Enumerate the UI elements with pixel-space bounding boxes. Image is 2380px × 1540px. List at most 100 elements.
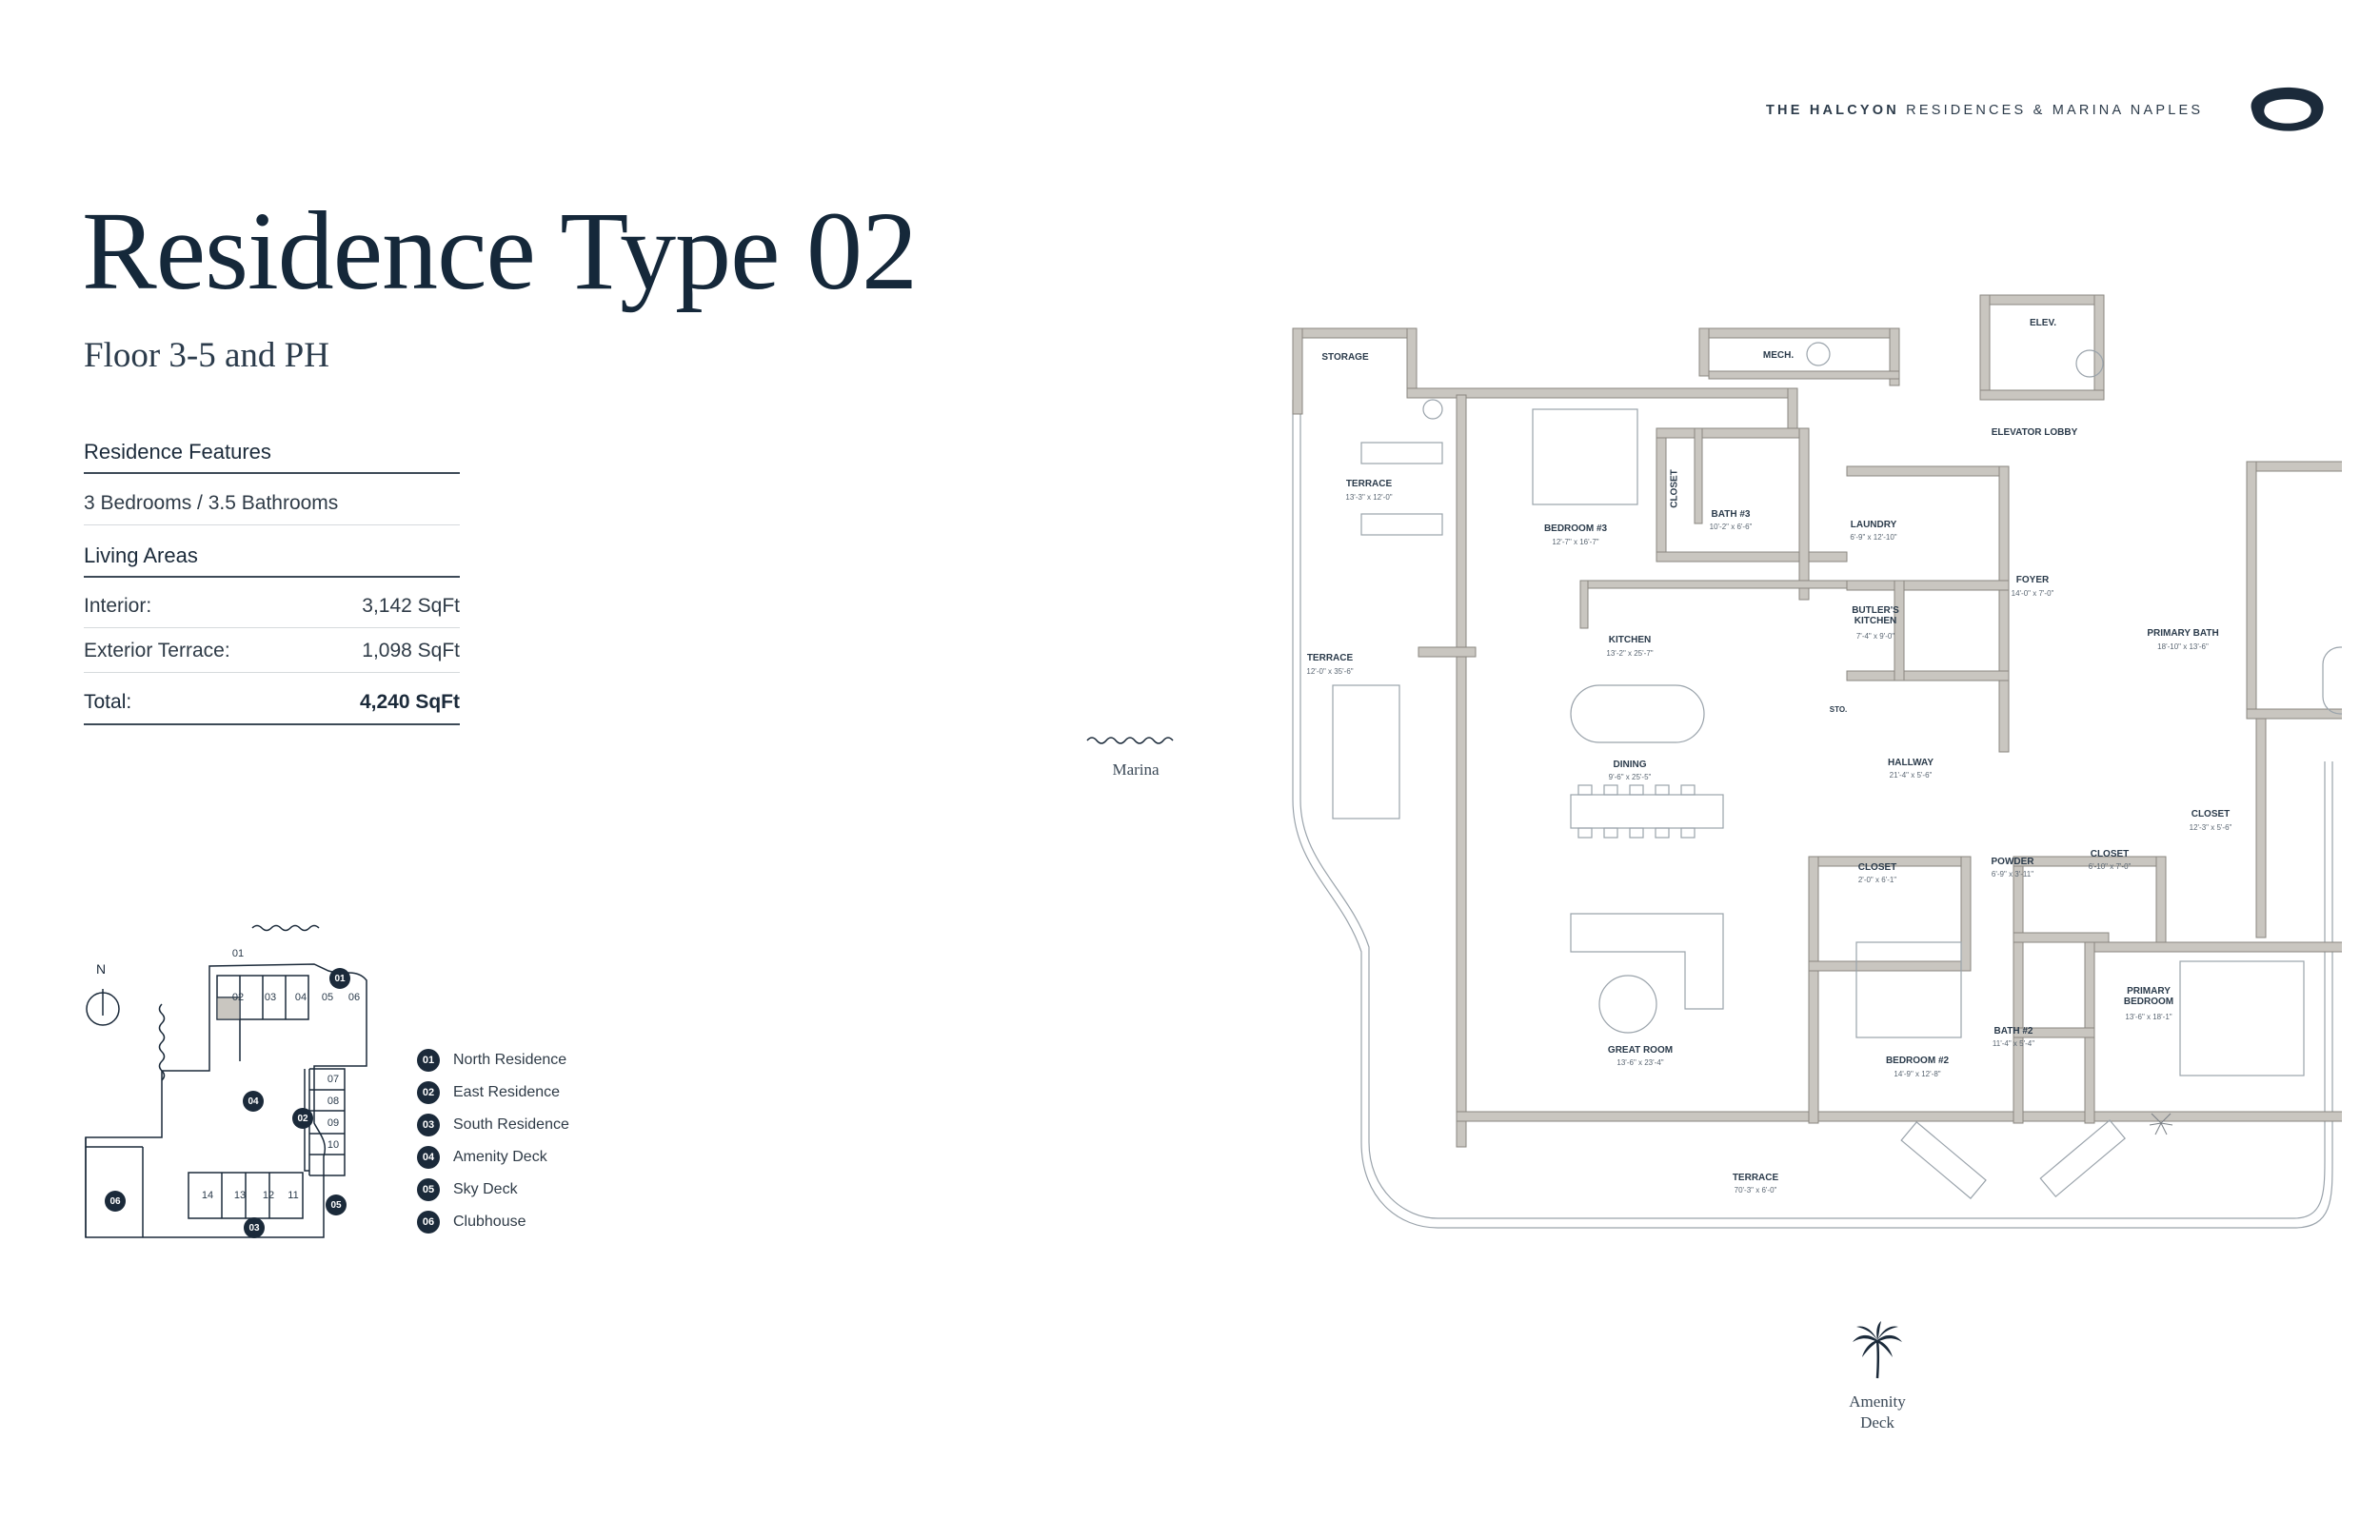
room-label: CLOSET bbox=[1857, 862, 1897, 873]
room-dimension: 13'-3" x 12'-0" bbox=[1345, 493, 1393, 502]
legend-label: East Residence bbox=[453, 1084, 561, 1100]
site-unit-number: 03 bbox=[264, 992, 277, 1003]
page-subtitle: Floor 3-5 and PH bbox=[84, 336, 329, 375]
brand-name-bold: THE HALCYON bbox=[1766, 103, 1899, 118]
legend-number: 03 bbox=[417, 1114, 440, 1136]
area-value: 4,240 SqFt bbox=[359, 691, 460, 713]
room-dimension: 7'-4" x 9'-0" bbox=[1855, 632, 1895, 641]
brand-name: THE HALCYON RESIDENCES & MARINA NAPLES bbox=[1766, 103, 2203, 118]
room-dimension: 2'-0" x 6'-1" bbox=[1857, 876, 1897, 884]
room-dimension: 13'-6" x 23'-4" bbox=[1616, 1058, 1664, 1067]
room-label: PRIMARY BEDROOM bbox=[2123, 986, 2174, 1007]
room-label: MECH. bbox=[1762, 350, 1795, 361]
area-value: 1,098 SqFt bbox=[362, 640, 460, 661]
room-dimension: 12'-0" x 35'-6" bbox=[1306, 667, 1354, 676]
room-label: DINING bbox=[1613, 760, 1647, 770]
site-unit-number: 11 bbox=[288, 1190, 299, 1201]
palm-tree-icon bbox=[1853, 1321, 1902, 1379]
room-label: POWDER bbox=[1991, 857, 2034, 867]
site-unit-number: 14 bbox=[201, 1190, 214, 1201]
room-label: CLOSET bbox=[2191, 809, 2231, 819]
area-label: Total: bbox=[84, 691, 132, 713]
site-unit-number: 07 bbox=[327, 1074, 340, 1085]
site-marker: 06 bbox=[105, 1191, 126, 1212]
room-dimension: 13'-6" x 18'-1" bbox=[2125, 1013, 2172, 1021]
halcyon-ring-logo-icon bbox=[2251, 87, 2324, 131]
features-heading: Residence Features bbox=[84, 440, 460, 474]
water-waves-icon bbox=[158, 924, 320, 1081]
room-dimension: 6'-9" x 12'-10" bbox=[1850, 533, 1897, 542]
site-unit-number: 09 bbox=[327, 1117, 340, 1129]
legend-item: 02 East Residence bbox=[417, 1081, 560, 1104]
room-dimension: 6'-10" x 7'-0" bbox=[2088, 862, 2132, 871]
site-unit-number: 08 bbox=[327, 1096, 340, 1107]
legend-item: 06 Clubhouse bbox=[417, 1211, 526, 1234]
site-marker: 03 bbox=[244, 1217, 265, 1238]
room-label: STO. bbox=[1829, 705, 1848, 714]
room-dimension: 21'-4" x 5'-6" bbox=[1889, 771, 1933, 780]
site-unit-number: 01 bbox=[231, 948, 245, 959]
room-label: FOYER bbox=[2015, 575, 2050, 585]
room-label: LAUNDRY bbox=[1850, 520, 1897, 530]
brand-name-rest: RESIDENCES & MARINA NAPLES bbox=[1906, 103, 2204, 118]
room-label: BUTLER'S KITCHEN bbox=[1852, 605, 1899, 626]
site-unit-number: 13 bbox=[233, 1190, 247, 1201]
room-dimension: 12'-3" x 5'-6" bbox=[2189, 823, 2232, 832]
room-dimension: 14'-9" x 12'-8" bbox=[1894, 1070, 1941, 1078]
room-label: PRIMARY BATH bbox=[2147, 628, 2219, 639]
room-label: BEDROOM #3 bbox=[1543, 523, 1608, 534]
legend-item: 01 North Residence bbox=[417, 1049, 566, 1072]
legend-number: 02 bbox=[417, 1081, 440, 1104]
site-unit-number: 04 bbox=[294, 992, 307, 1003]
room-label: ELEV. bbox=[2030, 318, 2056, 328]
room-label: BATH #2 bbox=[1993, 1026, 2033, 1037]
site-unit-number: 10 bbox=[327, 1139, 340, 1151]
legend-number: 01 bbox=[417, 1049, 440, 1072]
room-dimension: 13'-2" x 25'-7" bbox=[1606, 649, 1654, 658]
room-dimension: 6'-9" x 3'-11" bbox=[1991, 870, 2034, 879]
room-label: TERRACE bbox=[1345, 479, 1393, 489]
area-label: Interior: bbox=[84, 595, 152, 617]
floor-plan bbox=[1292, 294, 2342, 1229]
site-marker: 04 bbox=[243, 1091, 264, 1112]
bedrooms-baths-text: 3 Bedrooms / 3.5 Bathrooms bbox=[84, 492, 339, 514]
palm-tree-icon bbox=[2149, 1113, 2173, 1135]
room-label: HALLWAY bbox=[1888, 758, 1934, 768]
legend-label: Clubhouse bbox=[453, 1214, 526, 1230]
legend-number: 04 bbox=[417, 1146, 440, 1169]
legend-label: Amenity Deck bbox=[453, 1149, 547, 1165]
site-unit-number: 12 bbox=[262, 1190, 275, 1201]
site-unit-number: 06 bbox=[347, 992, 361, 1003]
marina-label: Marina bbox=[1112, 760, 1160, 779]
site-marker: 05 bbox=[326, 1194, 347, 1215]
area-label: Exterior Terrace: bbox=[84, 640, 230, 661]
site-unit-number: 05 bbox=[321, 992, 334, 1003]
room-label: STORAGE bbox=[1321, 352, 1369, 363]
room-label: CLOSET bbox=[1669, 469, 1680, 508]
site-key-plan bbox=[85, 924, 367, 1238]
room-dimension: 14'-0" x 7'-0" bbox=[2011, 589, 2054, 598]
living-areas-heading: Living Areas bbox=[84, 543, 460, 578]
legend-item: 04 Amenity Deck bbox=[417, 1146, 547, 1169]
room-dimension: 10'-2" x 6'-6" bbox=[1709, 523, 1753, 531]
room-dimension: 9'-6" x 25'-5" bbox=[1608, 773, 1652, 781]
legend-item: 05 Sky Deck bbox=[417, 1178, 518, 1201]
room-label: GREAT ROOM bbox=[1607, 1045, 1674, 1056]
room-label: CLOSET bbox=[2090, 849, 2130, 859]
room-label: KITCHEN bbox=[1608, 635, 1652, 645]
area-row-exterior: Exterior Terrace: 1,098 SqFt bbox=[84, 640, 460, 673]
area-value: 3,142 SqFt bbox=[362, 595, 460, 617]
bedrooms-baths-row: 3 Bedrooms / 3.5 Bathrooms bbox=[84, 492, 460, 525]
page-title: Residence Type 02 bbox=[82, 188, 918, 313]
amenity-deck-label-line1: Amenity bbox=[1849, 1392, 1906, 1411]
room-label: TERRACE bbox=[1732, 1173, 1779, 1183]
room-label: BEDROOM #2 bbox=[1885, 1056, 1950, 1066]
site-marker: 01 bbox=[329, 968, 350, 989]
room-dimension: 70'-3" x 6'-0" bbox=[1734, 1186, 1777, 1194]
north-label: N bbox=[96, 961, 107, 977]
legend-label: South Residence bbox=[453, 1116, 569, 1133]
area-row-interior: Interior: 3,142 SqFt bbox=[84, 595, 460, 628]
legend-number: 06 bbox=[417, 1211, 440, 1234]
room-dimension: 18'-10" x 13'-6" bbox=[2157, 642, 2209, 651]
legend-label: North Residence bbox=[453, 1052, 567, 1068]
